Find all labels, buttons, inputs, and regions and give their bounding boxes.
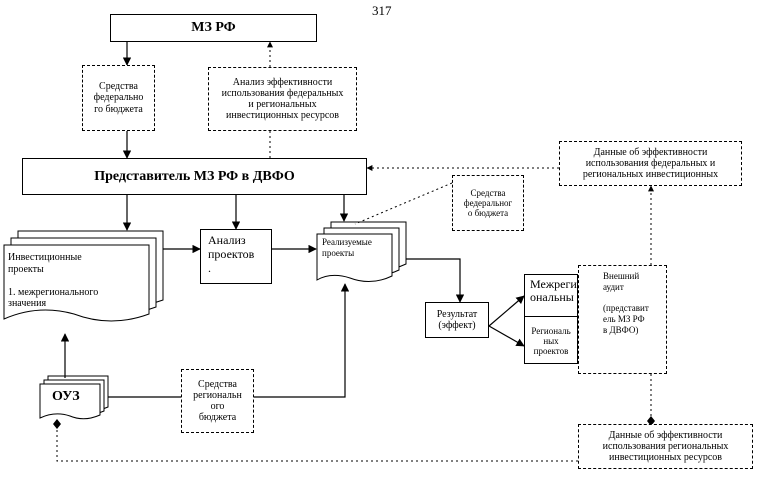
- arrow-result-to-interregional: [488, 295, 525, 327]
- node-efficiency-analysis: Анализ эффективности использования федер…: [208, 67, 357, 131]
- dotted-datareg-to-ouz: [56, 425, 578, 462]
- investment-projects-stack: [3, 230, 164, 322]
- arrow-implemented-to-result: [406, 258, 465, 303]
- node-fed-budget-2: Средства федеральног о бюджета: [452, 175, 524, 231]
- node-regional-budget: Средства региональн ого бюджета: [181, 369, 254, 433]
- node-fed-budget-label: Средства федерально го бюджета: [93, 81, 144, 115]
- node-efficiency-data-reg-label: Данные об эффективности использования ре…: [602, 429, 729, 464]
- node-mz-rf-label: МЗ РФ: [191, 20, 236, 35]
- node-regional-budget-label: Средства региональн ого бюджета: [193, 378, 242, 424]
- node-representative: Представитель МЗ РФ в ДВФО: [22, 158, 367, 195]
- diamond-ouz: [53, 419, 61, 429]
- node-fed-budget: Средства федерально го бюджета: [82, 65, 155, 131]
- node-efficiency-data-fed-label: Данные об эффективности использования фе…: [582, 146, 719, 181]
- implemented-projects-stack: [316, 221, 407, 282]
- page-number: 317: [372, 3, 392, 18]
- node-efficiency-analysis-label: Анализ эффективности использования федер…: [221, 76, 344, 122]
- node-result-label: Результат (эффект): [436, 308, 478, 331]
- node-regional-projects-label: Региональ ных проектов: [531, 325, 571, 357]
- dotted-fedbudget2-to-implemented: [354, 182, 453, 225]
- node-mz-rf: МЗ РФ: [110, 14, 317, 42]
- diamond-audit: [647, 416, 655, 426]
- node-project-analysis-label: Анализ проектов .: [208, 233, 255, 275]
- node-interregional: Межреги ональны: [525, 275, 577, 317]
- node-regional-projects: Региональ ных проектов: [525, 317, 577, 365]
- node-implemented-projects-label: Реализуемые проекты: [322, 237, 372, 258]
- node-efficiency-data-fed: Данные об эффективности использования фе…: [559, 141, 742, 186]
- node-project-types: Межреги ональны Региональ ных проектов: [524, 274, 578, 364]
- arrow-result-to-regional: [488, 325, 525, 347]
- node-ouz-label: ОУЗ: [52, 389, 80, 404]
- node-result: Результат (эффект): [425, 302, 489, 338]
- node-external-audit: Внешний аудит (представит ель МЗ РФ в ДВ…: [578, 265, 667, 374]
- node-interregional-label: Межреги ональны: [530, 277, 577, 305]
- node-project-analysis: Анализ проектов .: [200, 229, 272, 284]
- node-efficiency-data-reg: Данные об эффективности использования ре…: [578, 424, 753, 469]
- node-fed-budget-2-label: Средства федеральног о бюджета: [463, 187, 513, 219]
- node-investment-projects-label: Инвестиционные проекты 1. межрегионально…: [8, 252, 99, 309]
- ouz-stack: [39, 375, 109, 420]
- node-external-audit-label: Внешний аудит (представит ель МЗ РФ в ДВ…: [603, 271, 649, 335]
- node-representative-label: Представитель МЗ РФ в ДВФО: [94, 168, 295, 184]
